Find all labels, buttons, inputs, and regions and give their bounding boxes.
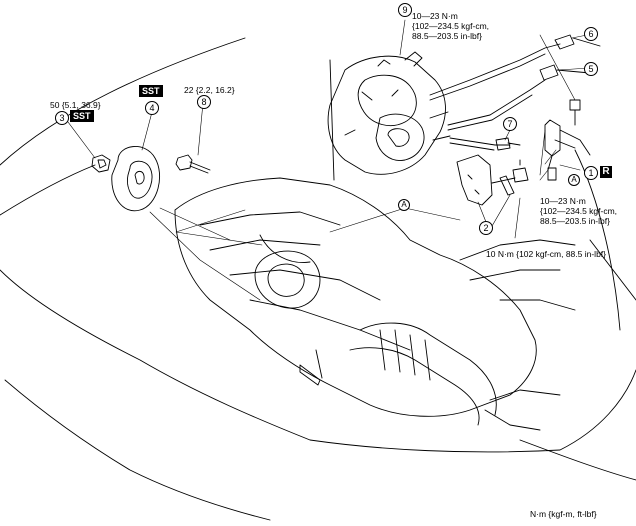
callout-9: 9 — [398, 3, 412, 17]
callout-7: 7 — [503, 117, 517, 131]
sprocket-nut — [91, 154, 111, 173]
torque-line: {102—234.5 kgf-cm, — [540, 206, 618, 216]
unit-legend: N·m {kgf-m, ft-lbf} — [530, 509, 597, 519]
replace-part-mark: R — [600, 166, 612, 178]
fuel-return-hose — [429, 43, 561, 101]
fuel-hose — [447, 79, 546, 131]
torque-label-bracket: 10 N·m {102 kgf-cm, 88.5 in-lbf} — [486, 249, 607, 259]
reference-lines — [175, 129, 546, 246]
callout-4: 4 — [145, 101, 159, 115]
turbo-housing — [254, 250, 321, 309]
callout-5: 5 — [584, 62, 598, 76]
torque-label-nut-3: 50 {5.1, 36.9} — [50, 100, 101, 110]
callout-3: 3 — [55, 111, 69, 125]
vehicle-body-outline — [0, 37, 636, 521]
fuel-injection-pipe — [544, 119, 591, 171]
torque-line: {102—234.5 kgf-cm, — [412, 21, 490, 31]
torque-label-fuel-line-top: 10—23 N·m {102—234.5 kgf-cm, 88.5—203.5 … — [412, 11, 489, 41]
sst-badge-sprocket: SST — [139, 85, 163, 97]
torque-label-bolt-8: 22 {2.2, 16.2} — [184, 85, 235, 95]
callout-8: 8 — [197, 95, 211, 109]
intake-duct — [349, 322, 497, 426]
torque-line: 88.5—203.5 in-lbf} — [540, 216, 610, 226]
callout-6: 6 — [584, 27, 598, 41]
fuel-supply-pump — [327, 55, 446, 175]
torque-line: 88.5—203.5 in-lbf} — [412, 31, 482, 41]
torque-line: 10—23 N·m — [540, 196, 586, 206]
callout-1: 1 — [584, 166, 598, 180]
engine-block — [174, 177, 537, 417]
torque-label-fuel-line-mid: 10—23 N·m {102—234.5 kgf-cm, 88.5—203.5 … — [540, 196, 617, 226]
callout-2: 2 — [479, 221, 493, 235]
sst-badge-nut: SST — [70, 110, 94, 122]
reference-a-marker-engine: A — [398, 199, 410, 211]
pump-sprocket-ring — [111, 146, 161, 212]
torque-line: 10—23 N·m — [412, 11, 458, 21]
pump-bracket — [456, 154, 493, 206]
reference-a-marker-pipe: A — [568, 174, 580, 186]
leader-lines — [64, 19, 593, 239]
sprocket-bolt — [175, 154, 211, 174]
